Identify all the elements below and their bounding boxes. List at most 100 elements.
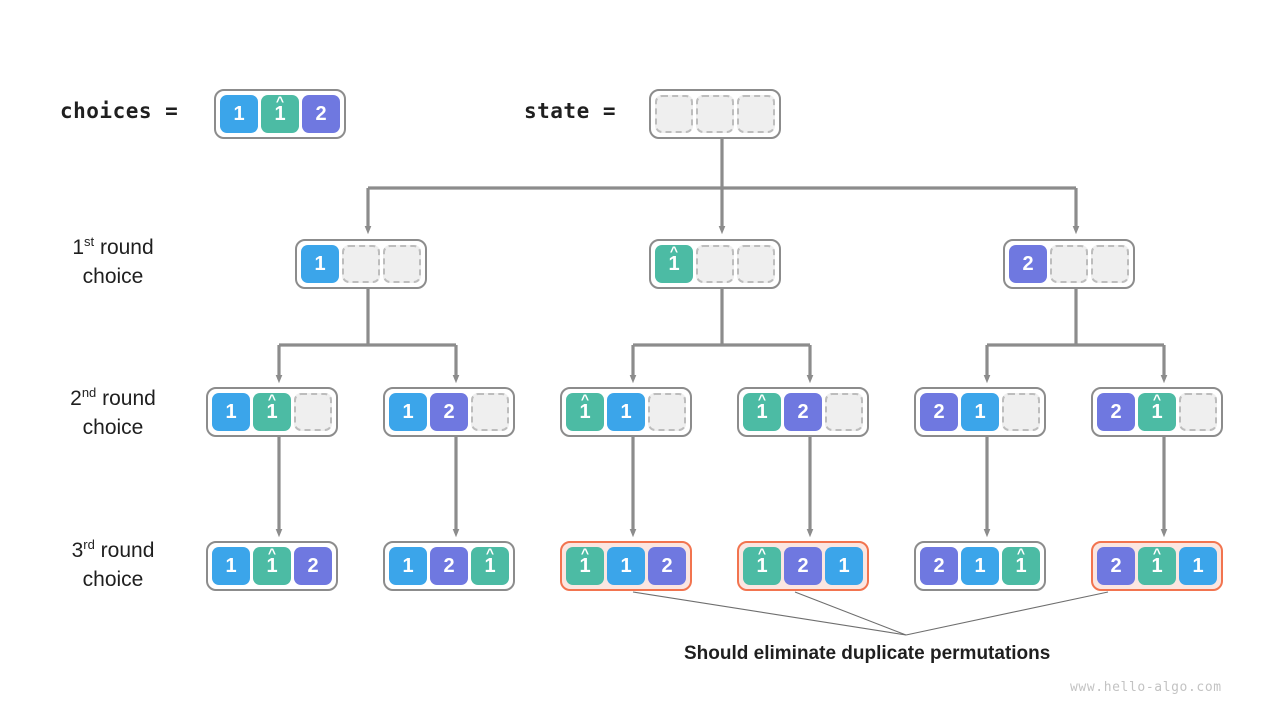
cell-empty <box>342 245 380 283</box>
round-3-suffix: rd <box>83 537 95 552</box>
round-2-line2: choice <box>82 415 144 439</box>
cell-value: 1^ <box>655 243 693 283</box>
round-3-line2: choice <box>82 567 144 591</box>
caret-icon: ^ <box>1152 391 1162 407</box>
cell-glyph: 1^ <box>756 545 768 577</box>
cell-value: 1^ <box>253 545 291 585</box>
cell-value: 2 <box>302 95 340 133</box>
cell-glyph: 1 <box>402 555 414 577</box>
round3-node-1[interactable]: 1 1^ 2 <box>206 541 338 591</box>
caret-icon: ^ <box>267 545 277 561</box>
cell-empty <box>1091 245 1129 283</box>
cell-glyph: 2 <box>315 103 327 125</box>
cell-value: 2 <box>784 547 822 585</box>
cell-value: 1 <box>212 393 250 431</box>
cell-glyph: 1 <box>402 401 414 423</box>
caret-icon: ^ <box>1152 545 1162 561</box>
cell-glyph: 2 <box>1022 253 1034 275</box>
cell-value: 1 <box>961 393 999 431</box>
cell-value: 1^ <box>566 391 604 431</box>
round3-node-3[interactable]: 1^ 1 2 <box>560 541 692 591</box>
cell-glyph: 1 <box>974 555 986 577</box>
cell-empty <box>696 95 734 133</box>
state-array[interactable] <box>649 89 781 139</box>
cell-glyph: 1 <box>225 555 237 577</box>
cell-glyph: 2 <box>1110 401 1122 423</box>
round-1-suffix: st <box>84 234 95 249</box>
cell-glyph: 2 <box>307 555 319 577</box>
cell-glyph: 2 <box>661 555 673 577</box>
cell-value: 1^ <box>743 545 781 585</box>
cell-empty <box>383 245 421 283</box>
cell-glyph: 1 <box>1192 555 1204 577</box>
cell-value: 2 <box>648 547 686 585</box>
cell-glyph: 1 <box>838 555 850 577</box>
round-1-word: round <box>94 236 154 259</box>
cell-glyph: 1^ <box>579 545 591 577</box>
cell-value: 1 <box>825 547 863 585</box>
cell-value: 1 <box>212 547 250 585</box>
cell-value: 2 <box>1097 393 1135 431</box>
cell-empty <box>737 245 775 283</box>
cell-glyph: 1^ <box>668 243 680 275</box>
round3-node-4[interactable]: 1^ 2 1 <box>737 541 869 591</box>
cell-value: 1 <box>961 547 999 585</box>
cell-empty <box>648 393 686 431</box>
cell-glyph: 1 <box>620 555 632 577</box>
round-2-label: 2nd round choice <box>18 385 208 443</box>
cell-value: 2 <box>294 547 332 585</box>
caret-icon: ^ <box>757 391 767 407</box>
cell-value: 1^ <box>743 391 781 431</box>
cell-value: 1^ <box>471 545 509 585</box>
cell-empty <box>696 245 734 283</box>
round-3-ordinal: 3 <box>71 539 84 562</box>
cell-value: 2 <box>1009 245 1047 283</box>
cell-value: 2 <box>430 393 468 431</box>
cell-glyph: 1^ <box>484 545 496 577</box>
caret-icon: ^ <box>267 391 277 407</box>
cell-empty <box>1179 393 1217 431</box>
cell-glyph: 2 <box>797 555 809 577</box>
caret-icon: ^ <box>580 545 590 561</box>
cell-glyph: 1^ <box>1151 545 1163 577</box>
cell-empty <box>1050 245 1088 283</box>
cell-empty <box>737 95 775 133</box>
choices-label: choices = <box>60 99 179 123</box>
round2-node-3[interactable]: 1^1 <box>560 387 692 437</box>
caret-icon: ^ <box>275 93 285 109</box>
cell-value: 2 <box>430 547 468 585</box>
round1-node-3[interactable]: 2 <box>1003 239 1135 289</box>
cell-value: 2 <box>784 393 822 431</box>
cell-value: 2 <box>1097 547 1135 585</box>
cell-value: 2 <box>920 547 958 585</box>
cell-value: 1 <box>220 95 258 133</box>
round2-node-6[interactable]: 2 1^ <box>1091 387 1223 437</box>
round2-node-4[interactable]: 1^ 2 <box>737 387 869 437</box>
caret-icon: ^ <box>757 545 767 561</box>
state-label: state = <box>524 99 617 123</box>
cell-glyph: 1^ <box>579 391 591 423</box>
cell-glyph: 1 <box>974 401 986 423</box>
round-2-suffix: nd <box>81 385 97 400</box>
cell-glyph: 1^ <box>756 391 768 423</box>
cell-empty <box>655 95 693 133</box>
cell-glyph: 2 <box>933 555 945 577</box>
cell-value: 2 <box>920 393 958 431</box>
round1-node-2[interactable]: 1^ <box>649 239 781 289</box>
round-2-ordinal: 2 <box>70 387 82 410</box>
cell-value: 1 <box>607 547 645 585</box>
round1-node-1[interactable]: 1 <box>295 239 427 289</box>
cell-value: 1^ <box>1138 545 1176 585</box>
cell-glyph: 2 <box>1110 555 1122 577</box>
cell-value: 1^ <box>1138 391 1176 431</box>
round3-node-6[interactable]: 2 1^ 1 <box>1091 541 1223 591</box>
cell-value: 1^ <box>261 93 299 133</box>
